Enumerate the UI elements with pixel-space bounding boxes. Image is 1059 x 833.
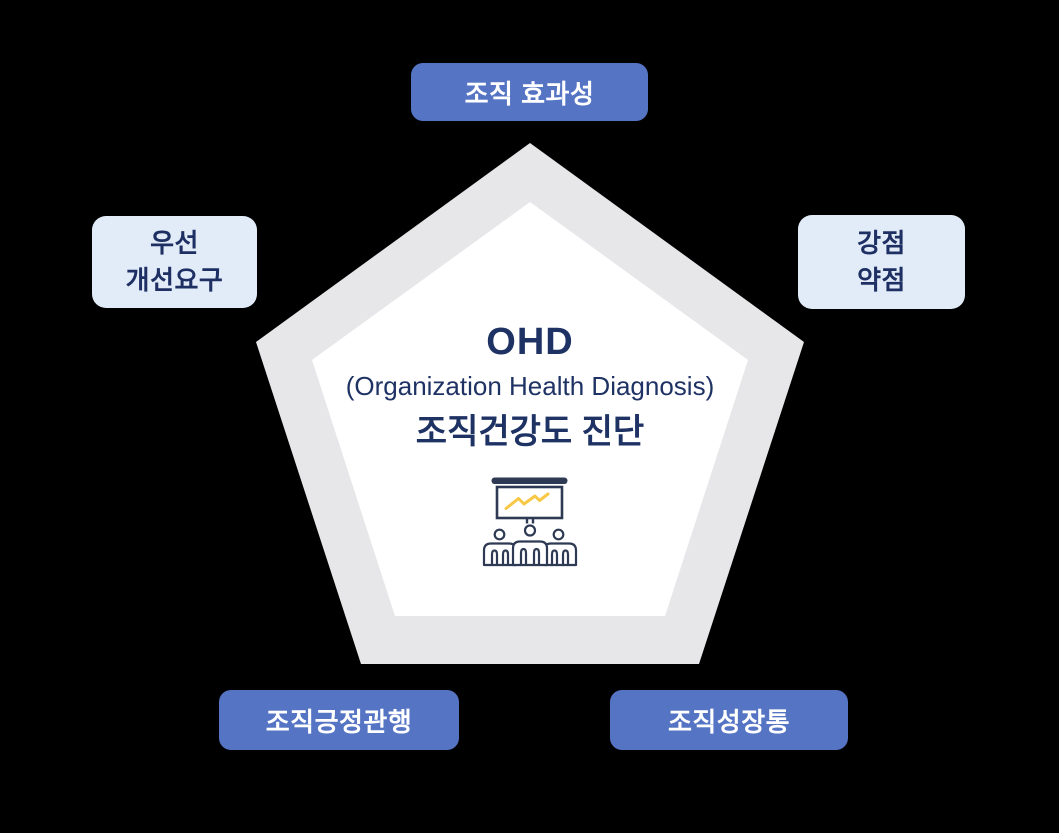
pentagon-inner bbox=[312, 202, 748, 616]
badge-org-positive-practices: 조직긍정관행 bbox=[219, 690, 459, 750]
badge-org-growing-pains: 조직성장통 bbox=[610, 690, 848, 750]
ohd-subtitle-en: (Organization Health Diagnosis) bbox=[345, 370, 715, 401]
audience-people bbox=[482, 524, 578, 567]
badge-label: 조직성장통 bbox=[667, 706, 791, 737]
badge-org-effectiveness: 조직 효과성 bbox=[411, 63, 648, 121]
center-text-block: OHD (Organization Health Diagnosis) 조직건강… bbox=[255, 321, 805, 453]
badge-priority-improvement: 우선 개선요구 bbox=[92, 216, 257, 308]
badge-label-line1: 강점 bbox=[857, 228, 906, 258]
badge-label: 조직긍정관행 bbox=[265, 706, 413, 737]
trend-line bbox=[504, 492, 550, 510]
presentation-chart-audience-icon bbox=[482, 477, 578, 567]
badge-strengths-weaknesses: 강점 약점 bbox=[798, 215, 965, 309]
ohd-subtitle-kr: 조직건강도 진단 bbox=[415, 412, 645, 451]
badge-label-line2: 약점 bbox=[857, 265, 906, 295]
badge-label: 조직 효과성 bbox=[464, 78, 595, 109]
badge-label-line2: 개선요구 bbox=[125, 265, 224, 295]
ohd-title: OHD bbox=[486, 321, 574, 363]
badge-label-line1: 우선 bbox=[150, 228, 199, 258]
presentation-board bbox=[491, 477, 568, 524]
